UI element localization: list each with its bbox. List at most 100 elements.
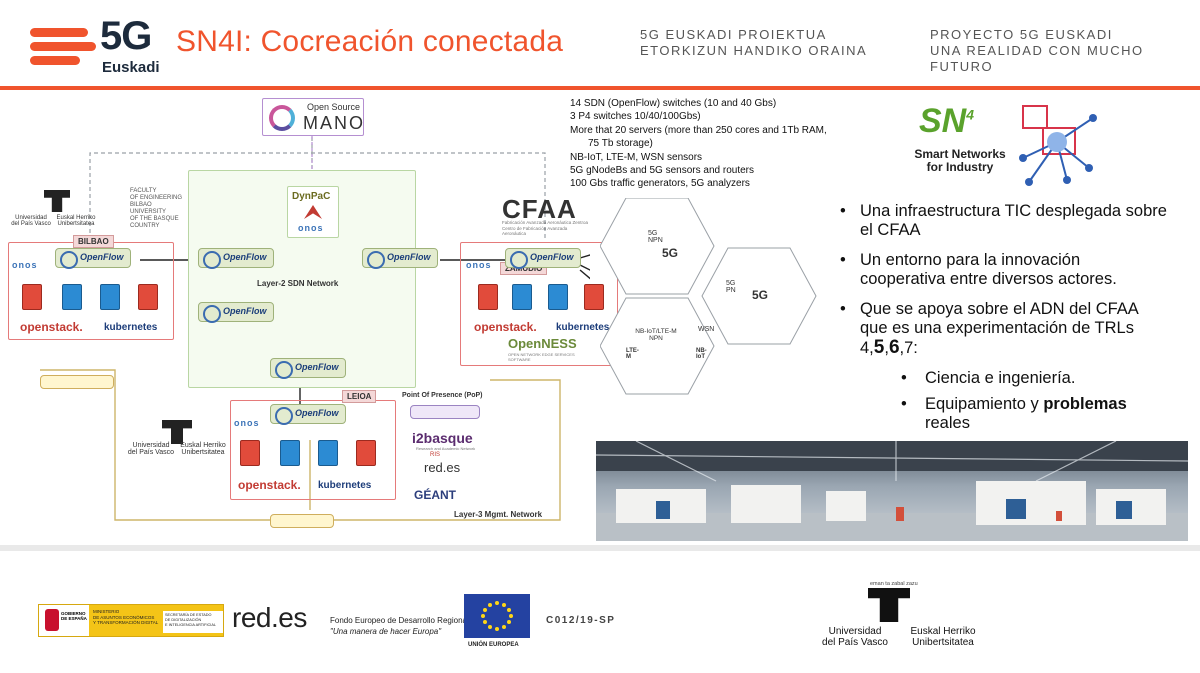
- secretaria-text: SECRETARÍA DE ESTADO DE DIGITALIZACIÓN E…: [163, 611, 223, 633]
- bullet-dot: •: [901, 369, 907, 387]
- mgmt-switch: [40, 375, 114, 389]
- ministerio-text: MINISTERIO DE ASUNTOS ECONÓMICOS Y TRANS…: [93, 609, 159, 625]
- layer2-label: Layer-2 SDN Network: [257, 279, 339, 288]
- openflow-switch: OpenFlow: [198, 302, 274, 323]
- subbullet-item: • Ciencia e ingeniería.: [901, 369, 1175, 388]
- header-divider: [0, 86, 1200, 90]
- bullet-item: • Que se apoya sobre el ADN del CFAA que…: [840, 300, 1170, 358]
- cfaa-sub: Centro de Fabricación Avanzada Aeronáuti…: [502, 226, 568, 236]
- mano-top: Open Source: [307, 102, 361, 112]
- network-diagram: Open Source MANO Universidad del País Va…: [0, 90, 817, 540]
- rediris-label: RIS: [430, 452, 441, 458]
- project-tag-eu: 5G EUSKADI PROIEKTUA ETORKIZUN HANDIKO O…: [640, 27, 867, 59]
- logo-stripe: [30, 42, 96, 51]
- server-icon: [138, 284, 158, 310]
- server-icon: [356, 440, 376, 466]
- sn4i-mark-text: SN: [919, 102, 967, 140]
- project-tag-line: 5G EUSKADI PROIEKTUA: [640, 27, 827, 42]
- kubernetes-label: kubernetes: [318, 480, 372, 491]
- openflow-switch: OpenFlow: [198, 248, 274, 269]
- sn4i-mark: SN4: [919, 102, 974, 141]
- server-icon: [512, 284, 532, 310]
- geant-logo: GÉANT: [414, 488, 456, 502]
- spec-line: 3 P4 switches 10/40/100Gbs): [570, 111, 701, 123]
- bullet-text: ,7:: [899, 339, 918, 357]
- hex-5g-badge: 5G: [662, 246, 679, 260]
- hex-label: WSN: [698, 326, 715, 333]
- dynpac-label: DynPaC: [292, 191, 331, 202]
- mgmt-dashed-link: [89, 152, 546, 240]
- upv-motto: eman ta zabal zazu: [870, 581, 918, 587]
- gobierno-text: GOBIERNO DE ESPAÑA: [61, 611, 87, 621]
- hex-5g-npn: [600, 198, 715, 295]
- openstack-label: openstack.: [474, 320, 537, 334]
- bullet-dot: •: [840, 251, 846, 269]
- server-icon: [100, 284, 120, 310]
- hex-label: 5G NPN: [648, 230, 663, 244]
- leioa-site: [230, 400, 396, 500]
- upv-name-es: Universidad del País Vasco: [822, 626, 888, 648]
- sn4i-super: 4: [966, 106, 975, 123]
- mgmt-switch: [270, 514, 334, 528]
- dynpac-icon: [304, 205, 322, 219]
- server-icon: [280, 440, 300, 466]
- gobierno-espana-logo: GOBIERNO DE ESPAÑA MINISTERIO DE ASUNTOS…: [38, 604, 224, 637]
- openflow-switch: OpenFlow: [55, 248, 131, 269]
- server-icon: [584, 284, 604, 310]
- spec-line: More that 20 servers (more than 250 core…: [570, 124, 827, 136]
- upv-name-es: Universidad del País Vasco: [127, 442, 175, 456]
- eu-stars-icon: [481, 601, 513, 631]
- faculty-text: FACULTY OF ENGINEERING BILBAO UNIVERSITY…: [130, 188, 183, 229]
- upv-logo-icon: [868, 588, 910, 622]
- sn4i-line: Smart Networks: [914, 147, 1006, 161]
- server-icon: [478, 284, 498, 310]
- infrastructure-specs: 14 SDN (OpenFlow) switches (10 and 40 Gb…: [570, 97, 860, 191]
- openness-sub: OPEN NETWORK EDGE SERVICES SOFTWARE: [508, 352, 575, 362]
- pop-switch: [410, 405, 480, 419]
- spec-line: 100 Gbs traffic generators, 5G analyzers: [570, 178, 750, 190]
- upv-name-es: Universidad del País Vasco: [11, 215, 51, 227]
- server-icon: [62, 284, 82, 310]
- bullet-dot: •: [840, 300, 846, 318]
- hex-5g-badge: 5G: [752, 288, 769, 302]
- feder-title: Fondo Europeo de Desarrollo Regional: [330, 616, 469, 625]
- bullet-text: ,: [884, 339, 889, 357]
- upv-name-eu: Euskal Herriko Unibertsitatea: [56, 215, 96, 227]
- redes-small-logo: red.es: [424, 460, 461, 475]
- server-icon: [548, 284, 568, 310]
- hex-label: NB-IoT/LTE-M NPN: [635, 328, 677, 342]
- subbullet-text: reales: [925, 414, 970, 432]
- project-tag-es: PROYECTO 5G EUSKADI UNA REALIDAD CON MUC…: [930, 27, 1200, 75]
- i2basque-sub: Research and Academic Network: [416, 446, 476, 451]
- openflow-switch: OpenFlow: [505, 248, 581, 269]
- subbullet-text: Equipamiento y: [925, 395, 1044, 413]
- zamudio-site: [460, 242, 618, 366]
- kubernetes-label: kubernetes: [556, 322, 610, 333]
- eu-label: UNIÓN EUROPEA: [468, 642, 519, 648]
- cfaa-facility-photo: [596, 441, 1188, 541]
- bullet-item: • Un entorno para la innovación cooperat…: [840, 251, 1170, 289]
- project-code: C012/19-SP: [546, 615, 616, 626]
- gov-emblem-block: GOBIERNO DE ESPAÑA: [39, 605, 89, 636]
- spain-shield-icon: [45, 609, 59, 631]
- trl-bold: 6: [888, 337, 900, 358]
- dynpac-box: DynPaC onos: [287, 186, 339, 238]
- bullet-text: Una infraestructura TIC desplegada sobre…: [860, 202, 1167, 239]
- onos-label: onos: [12, 260, 38, 270]
- network-brain-icon: [1019, 105, 1097, 186]
- subbullet-item: • Equipamiento y problemas reales: [901, 395, 1175, 433]
- hex-5g-pn: [701, 247, 817, 345]
- hex-nbiot: [600, 297, 715, 395]
- spec-line: 75 Tb storage): [588, 138, 653, 150]
- mano-logo-icon: [269, 105, 295, 131]
- project-tag-line: ETORKIZUN HANDIKO ORAINA: [640, 43, 868, 58]
- openstack-label: openstack.: [238, 478, 301, 492]
- mgmt-link: [330, 379, 561, 521]
- facility-photo-drawing: [596, 441, 1188, 541]
- openstack-label: openstack.: [20, 320, 83, 334]
- server-icon: [318, 440, 338, 466]
- server-icon: [22, 284, 42, 310]
- bullet-text: Un entorno para la innovación cooperativ…: [860, 251, 1117, 288]
- hex-label: LTE-M: [626, 348, 639, 360]
- logo-stripe: [30, 56, 80, 65]
